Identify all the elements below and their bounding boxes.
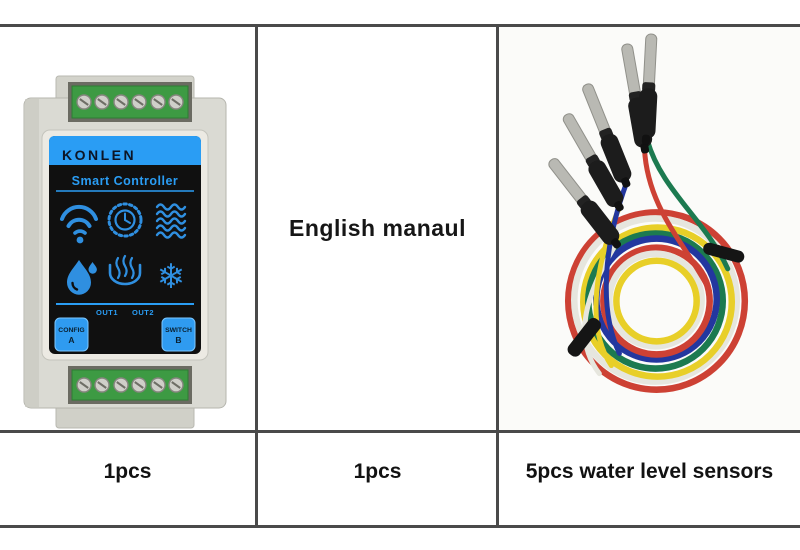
qty-manual: 1pcs — [259, 433, 496, 525]
config-a-line2: A — [68, 335, 74, 345]
table-border-col1 — [255, 24, 258, 528]
bottom-terminal-block — [68, 366, 192, 404]
brand-text: KONLEN — [62, 147, 136, 163]
wifi-icon — [60, 204, 98, 244]
switch-b-button[interactable]: SWITCH B — [161, 317, 196, 352]
qty-controller: 1pcs — [0, 433, 255, 525]
cell-controller-photo: KONLEN Smart Controller — [0, 27, 255, 430]
qty-manual-label: 1pcs — [353, 460, 402, 483]
cell-sensors-photo — [499, 27, 800, 430]
water-level-sensors-image — [499, 27, 800, 430]
timer-icon — [107, 202, 143, 238]
top-terminal-block — [68, 82, 192, 122]
snowflake-icon: ❄ — [157, 258, 186, 296]
qty-sensors: 5pcs water level sensors — [499, 433, 800, 525]
table-border-top — [0, 24, 800, 27]
table-border-col2 — [496, 24, 499, 528]
switch-b-line1: SWITCH — [165, 327, 192, 334]
case-side-shade — [25, 99, 39, 407]
water-waves-icon — [155, 203, 187, 239]
brand-band — [49, 136, 201, 165]
wire-coil — [564, 209, 749, 393]
cable-tie-left — [567, 317, 601, 357]
qty-sensors-label: 5pcs water level sensors — [525, 460, 774, 483]
wire-red — [641, 146, 711, 290]
switch-b-line2: B — [175, 335, 181, 345]
out1-label: OUT1 — [96, 308, 118, 317]
qty-controller-label: 1pcs — [103, 460, 152, 483]
config-a-line1: CONFIG — [58, 327, 84, 334]
cell-manual: English manaul — [259, 27, 496, 430]
manual-title: English manaul — [289, 215, 466, 241]
table-border-bottom — [0, 525, 800, 528]
water-drop-icon — [67, 260, 97, 295]
table-border-middle — [0, 430, 800, 433]
config-a-button[interactable]: CONFIG A — [54, 317, 89, 352]
out2-label: OUT2 — [132, 308, 154, 317]
smart-controller-image: KONLEN Smart Controller — [23, 75, 227, 429]
cable-tie-right — [703, 242, 745, 263]
panel-title: Smart Controller — [72, 174, 179, 188]
heat-steam-icon — [108, 254, 142, 286]
